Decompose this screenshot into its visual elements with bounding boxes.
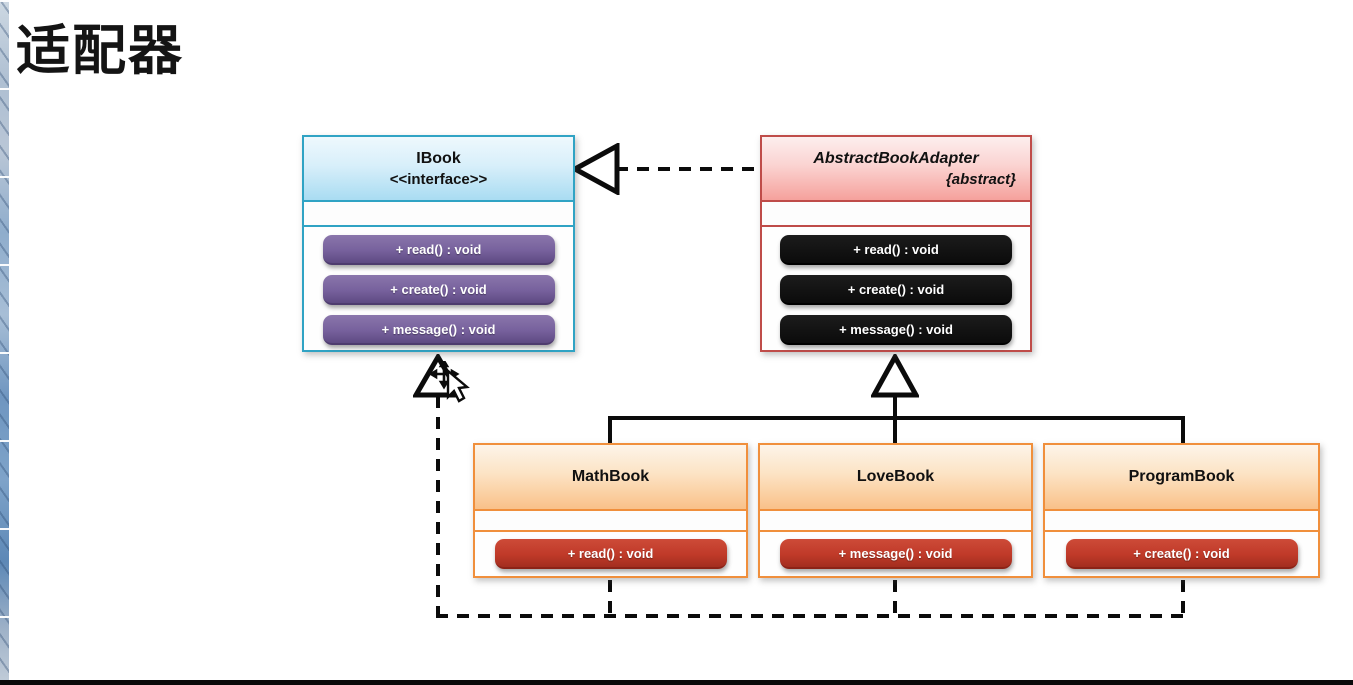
realization-line-adapter-to-ibook: [616, 167, 762, 171]
slide-title: 适配器: [16, 21, 184, 81]
class-name-ibook: IBook: [416, 150, 461, 168]
class-box-abstractbookadapter[interactable]: AbstractBookAdapter {abstract} + read() …: [760, 135, 1032, 352]
class-header-lovebook: LoveBook: [760, 445, 1031, 511]
realization-bus-books: [436, 614, 1185, 618]
class-stereotype-ibook: <<interface>>: [389, 171, 488, 189]
methods-compartment-mathbook: + read() : void: [475, 532, 746, 576]
class-header-abstractbookadapter: AbstractBookAdapter {abstract}: [762, 137, 1030, 202]
methods-compartment-lovebook: + message() : void: [760, 532, 1031, 576]
fields-compartment-lovebook: [760, 511, 1031, 532]
generalization-drop-mathbook: [608, 418, 612, 444]
method-pill-ibook-create[interactable]: + create() : void: [322, 275, 555, 305]
left-edge-wallpaper-strip: [0, 0, 9, 685]
realization-stem-ibook: [436, 396, 440, 617]
methods-compartment-programbook: + create() : void: [1045, 532, 1318, 576]
generalization-stem: [893, 395, 897, 418]
generalization-drop-programbook: [1181, 418, 1185, 444]
fields-compartment-programbook: [1045, 511, 1318, 532]
methods-compartment-abstractbookadapter: + read() : void + create() : void + mess…: [762, 227, 1030, 350]
fields-compartment-mathbook: [475, 511, 746, 532]
bottom-black-bar: [0, 680, 1353, 685]
method-pill-ibook-read[interactable]: + read() : void: [322, 235, 555, 265]
realization-drop-mathbook: [608, 580, 612, 616]
class-box-programbook[interactable]: ProgramBook + create() : void: [1043, 443, 1320, 578]
class-box-ibook[interactable]: IBook <<interface>> + read() : void + cr…: [302, 135, 575, 352]
class-header-ibook: IBook <<interface>>: [304, 137, 573, 202]
mouse-move-cursor-icon: [430, 361, 470, 403]
class-modifier-abstract: {abstract}: [945, 171, 1016, 189]
fields-compartment-abstractbookadapter: [762, 202, 1030, 227]
class-header-mathbook: MathBook: [475, 445, 746, 511]
method-pill-programbook-create[interactable]: + create() : void: [1065, 539, 1298, 569]
class-name-lovebook: LoveBook: [856, 468, 935, 486]
class-name-programbook: ProgramBook: [1128, 468, 1235, 486]
generalization-arrowhead-up-icon: [871, 354, 919, 398]
method-pill-mathbook-read[interactable]: + read() : void: [494, 539, 727, 569]
realization-drop-lovebook: [893, 580, 897, 616]
fields-compartment-ibook: [304, 202, 573, 227]
generalization-drop-lovebook: [893, 418, 897, 444]
method-pill-adapter-read[interactable]: + read() : void: [780, 235, 1012, 265]
class-box-mathbook[interactable]: MathBook + read() : void: [473, 443, 748, 578]
realization-drop-programbook: [1181, 580, 1185, 616]
method-pill-adapter-create[interactable]: + create() : void: [780, 275, 1012, 305]
method-pill-lovebook-message[interactable]: + message() : void: [779, 539, 1012, 569]
methods-compartment-ibook: + read() : void + create() : void + mess…: [304, 227, 573, 350]
class-box-lovebook[interactable]: LoveBook + message() : void: [758, 443, 1033, 578]
class-header-programbook: ProgramBook: [1045, 445, 1318, 511]
class-name-abstractbookadapter: AbstractBookAdapter: [813, 150, 979, 168]
method-pill-adapter-message[interactable]: + message() : void: [780, 315, 1012, 345]
realization-arrowhead-left-icon: [572, 143, 620, 195]
method-pill-ibook-message[interactable]: + message() : void: [322, 315, 555, 345]
class-name-mathbook: MathBook: [571, 468, 650, 486]
